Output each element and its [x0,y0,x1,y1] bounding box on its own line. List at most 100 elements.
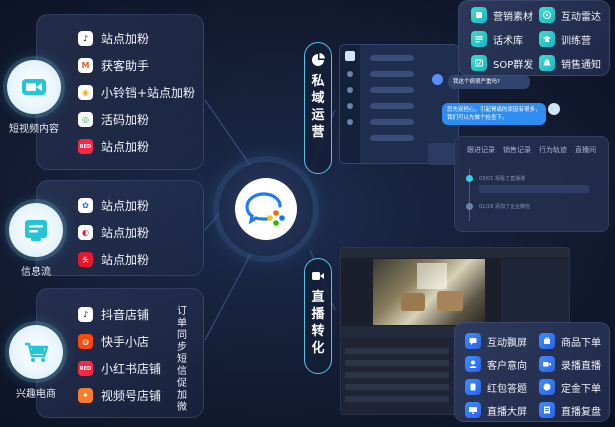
kuaishou-icon: ◍ [78,334,93,349]
conversation-list [370,103,414,109]
reply-message-bubble: 您先别担心，引起胃痛的原因有很多，我们可以先做个检查下。 [442,103,546,125]
platform-text: 站点加粉 [101,140,150,154]
feature-marketing-material[interactable]: 营销素材 [471,7,533,23]
platform-text: 小铃铛+站点加粉 [101,86,196,100]
stream-preview [373,259,485,325]
xiaohongshu-icon: RED [78,361,93,376]
feature-training[interactable]: 训练营 [539,31,591,47]
platform-text: 站点加粉 [101,226,150,240]
agent-avatar [548,103,560,115]
feature-replay[interactable]: 直播复盘 [539,402,601,418]
video-camera-icon [312,272,324,280]
platform-row: ✿站点加粉 [78,197,149,214]
tab-follow-up[interactable]: 跟进记录 [467,146,495,154]
live-conversion-pill: 直播转化 [304,258,332,374]
weibo-icon: ◐ [78,225,93,240]
feature-radar[interactable]: 互动雷达 [539,7,601,23]
nav-dot [347,119,353,125]
feature-label: 互动雷达 [561,11,601,23]
feature-label: 互动飘屏 [487,337,527,349]
timeline-dot [466,203,473,210]
reply-message: 您先别担心，引起胃痛的原因有很多，我们可以先做个检查下。 [447,107,541,121]
feature-label: SOP群发 [493,59,534,71]
feature-red-packet[interactable]: 红包答题 [465,379,527,395]
cart-icon [9,325,63,379]
tab-sales[interactable]: 销售记录 [503,146,531,154]
wecom-chat-icon [245,192,285,226]
wecom-logo [235,178,297,240]
conversation-list [370,119,414,125]
avatar [345,51,355,61]
product-order-icon [539,333,555,349]
customer-detail-tabs: 跟进记录 销售记录 行为轨迹 直播间 03/01 观看了直播课 01/29 添加… [454,136,609,232]
huoma-icon: ◎ [78,112,93,127]
chat-input[interactable] [428,143,458,165]
platform-text: 视频号店铺 [101,389,162,403]
feature-label: 红包答题 [487,383,527,395]
private-domain-pill: 私域运营 [304,42,332,174]
feature-label: 话术库 [493,35,523,47]
xiaohongshu-icon: RED [78,139,93,154]
feature-script-library[interactable]: 话术库 [471,31,523,47]
console-header [341,248,569,258]
chair-graphic [401,293,425,311]
feed-icon [9,203,63,257]
platform-row: ◉小铃铛+站点加粉 [78,84,195,101]
timeline-dot [466,175,473,182]
feature-product-order[interactable]: 商品下单 [539,333,601,349]
short-video-panel [36,14,204,170]
platform-row: RED 小红书店铺 [78,360,161,377]
nav-dot [347,87,353,93]
feature-intent[interactable]: 客户意向 [465,356,527,372]
platform-text: 活码加粉 [101,113,150,127]
timeline-bar [479,185,589,193]
ecommerce-panel [36,288,204,418]
feature-sop[interactable]: SOP群发 [471,55,533,71]
platform-text: 站点加粉 [101,253,150,267]
platform-text: 快手小店 [101,335,150,349]
platform-text: 抖音店铺 [101,308,150,322]
feature-label: 商品下单 [561,337,601,349]
camera-icon [7,60,61,114]
timeline-line [469,169,470,221]
tab-behavior[interactable]: 行为轨迹 [539,146,567,154]
conversation-list [370,55,414,61]
category-label: 短视频内容 [9,124,59,135]
pie-chart-icon [312,53,325,66]
conversation-list [370,87,414,93]
red-packet-icon [465,379,481,395]
platform-row: 头站点加粉 [78,251,149,268]
feature-danmaku[interactable]: 互动飘屏 [465,333,527,349]
live-conversion-label: 直播转化 [311,290,325,356]
private-domain-label: 私域运营 [311,74,325,140]
feature-record-live[interactable]: 录播直播 [539,356,601,372]
platform-text: 小红书店铺 [101,362,162,376]
replay-icon [539,402,555,418]
feature-label: 定金下单 [561,383,601,395]
feature-deposit[interactable]: 定金下单 [539,379,601,395]
platform-text: 站点加粉 [101,32,150,46]
radar-icon [539,7,555,23]
conversation-list [370,71,414,77]
category-feed: 信息流 [0,203,76,278]
training-icon [539,31,555,47]
category-short-video: 短视频内容 [0,60,74,135]
table-row [345,396,449,402]
feature-notification[interactable]: 销售通知 [539,55,601,71]
feature-label: 直播大屏 [487,406,527,418]
customer-avatar [432,74,443,85]
private-features-panel: 营销素材 互动雷达 话术库 训练营 SOP群发 销售通知 [458,0,610,76]
tab-live-room[interactable]: 直播间 [575,146,596,154]
customer-message: 我这个病很严重吗? [453,79,500,85]
nav-dot [347,103,353,109]
feature-big-screen[interactable]: 直播大屏 [465,402,527,418]
timeline-item: 01/29 添加了企业微信 [479,204,530,210]
category-label: 信息流 [21,267,51,278]
nav-dot [347,71,353,77]
platform-row: RED 站点加粉 [78,138,149,155]
platform-text: 站点加粉 [101,199,150,213]
feature-label: 直播复盘 [561,406,601,418]
feature-label: 客户意向 [487,360,527,372]
notification-icon [539,55,555,71]
